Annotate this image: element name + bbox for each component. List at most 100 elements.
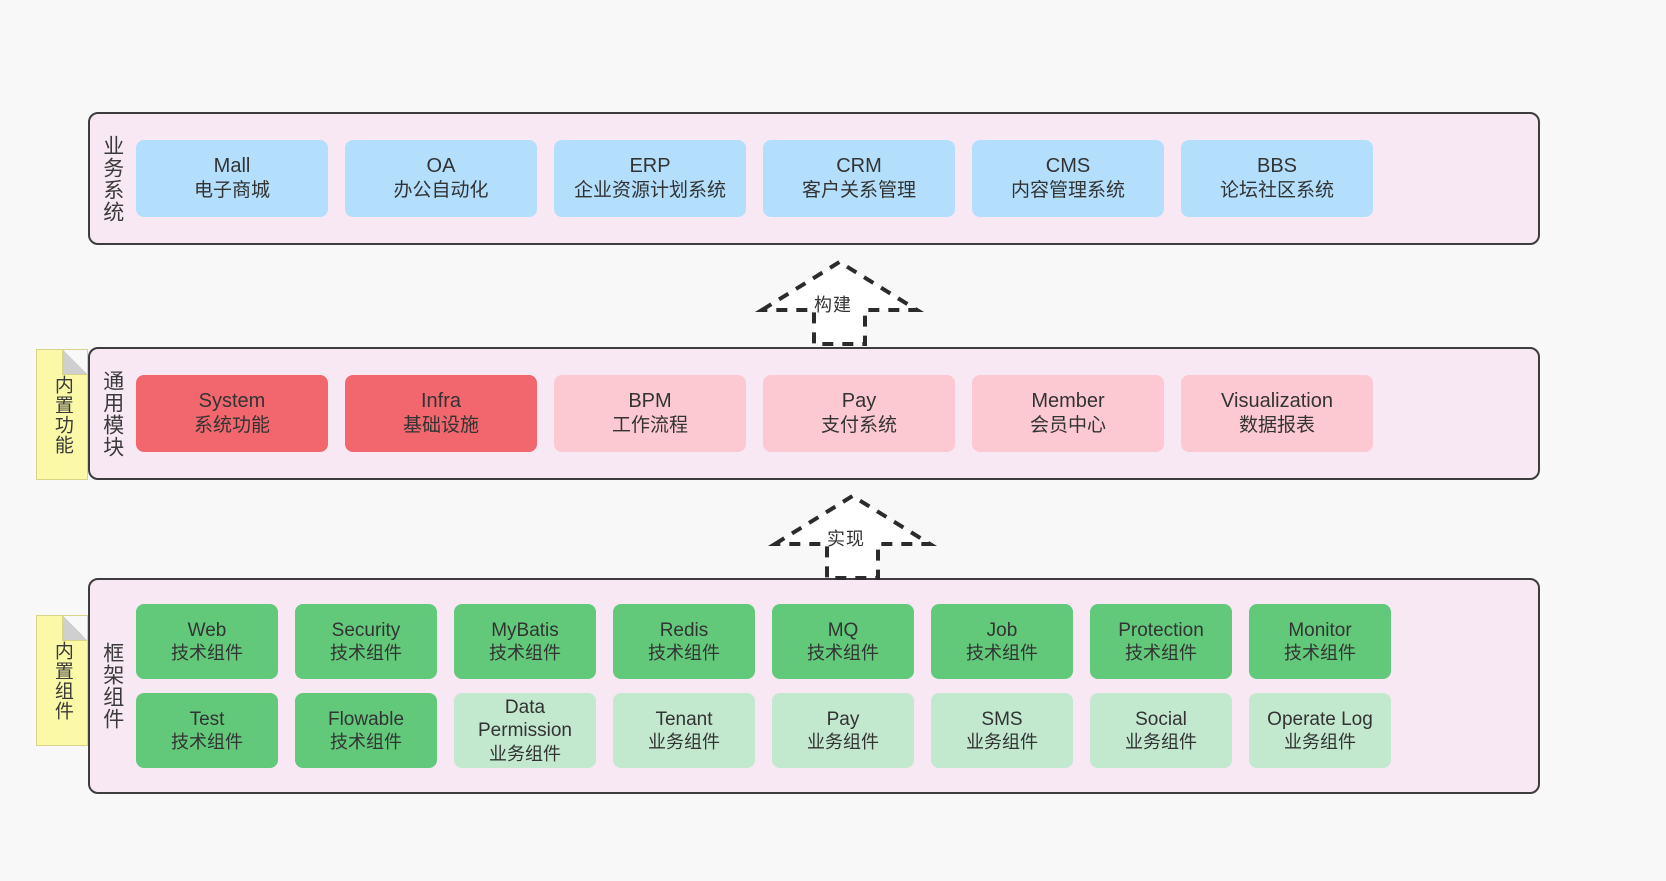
node-pay[interactable]: Pay 支付系统 [763, 375, 955, 452]
node-title-en: Mall [213, 155, 251, 178]
layer-business-systems: 业务系统 Mall 电子商城 OA 办公自动化 ERP 企业资源计划系统 CRM… [88, 112, 1540, 245]
node-operate-log[interactable]: Operate Log 业务组件 [1249, 693, 1391, 768]
node-redis[interactable]: Redis 技术组件 [613, 604, 755, 679]
node-bbs[interactable]: BBS 论坛社区系统 [1181, 140, 1373, 217]
node-web[interactable]: Web 技术组件 [136, 604, 278, 679]
layer-title-business: 业务系统 [100, 134, 124, 223]
layer-framework-components: 框架组件 Web 技术组件 Security 技术组件 MyBatis 技术组件… [88, 578, 1540, 794]
node-title-cn: 技术组件 [171, 732, 243, 753]
node-title-en: Web [187, 619, 227, 641]
node-title-cn: 基础设施 [402, 415, 479, 437]
node-title-en: OA [426, 155, 456, 178]
node-title-cn: 数据报表 [1238, 415, 1315, 437]
node-mall[interactable]: Mall 电子商城 [136, 140, 328, 217]
node-visualization[interactable]: Visualization 数据报表 [1181, 375, 1373, 452]
node-title-en: Infra [420, 390, 462, 413]
node-title-en: Pay [826, 708, 860, 730]
node-title-cn: 工作流程 [611, 415, 688, 437]
node-title-en: Security [331, 619, 401, 641]
page-fold-icon [62, 616, 87, 641]
node-title-en: Test [189, 708, 225, 730]
node-title-cn: 客户关系管理 [801, 180, 916, 202]
node-title-cn: 会员中心 [1029, 415, 1106, 437]
node-flowable[interactable]: Flowable 技术组件 [295, 693, 437, 768]
node-title-en: Member [1031, 390, 1105, 413]
row-modules: System 系统功能 Infra 基础设施 BPM 工作流程 Pay 支付系统… [136, 375, 1522, 452]
page-fold-icon [62, 350, 87, 375]
arrow-build-shape [754, 259, 925, 346]
layer-common-modules: 通用模块 System 系统功能 Infra 基础设施 BPM 工作流程 Pay… [88, 347, 1540, 480]
node-mq[interactable]: MQ 技术组件 [772, 604, 914, 679]
node-member[interactable]: Member 会员中心 [972, 375, 1164, 452]
layer-body-modules: System 系统功能 Infra 基础设施 BPM 工作流程 Pay 支付系统… [134, 349, 1538, 478]
node-protection[interactable]: Protection 技术组件 [1090, 604, 1232, 679]
node-title-cn: 技术组件 [330, 732, 402, 753]
node-infra[interactable]: Infra 基础设施 [345, 375, 537, 452]
node-title-en: Data Permission [478, 696, 572, 742]
node-system[interactable]: System 系统功能 [136, 375, 328, 452]
node-bpm[interactable]: BPM 工作流程 [554, 375, 746, 452]
node-monitor[interactable]: Monitor 技术组件 [1249, 604, 1391, 679]
node-cms[interactable]: CMS 内容管理系统 [972, 140, 1164, 217]
node-title-en: Job [986, 619, 1018, 641]
node-title-cn: 技术组件 [1125, 643, 1197, 664]
node-title-en: CRM [836, 155, 882, 178]
node-title-en: BPM [628, 390, 672, 413]
node-erp[interactable]: ERP 企业资源计划系统 [554, 140, 746, 217]
node-title-cn: 业务组件 [966, 732, 1038, 753]
node-pay-component[interactable]: Pay 业务组件 [772, 693, 914, 768]
node-title-cn: 业务组件 [648, 732, 720, 753]
node-title-cn: 技术组件 [1284, 643, 1356, 664]
node-sms[interactable]: SMS 业务组件 [931, 693, 1073, 768]
node-title-en: SMS [981, 708, 1023, 730]
node-mybatis[interactable]: MyBatis 技术组件 [454, 604, 596, 679]
arrow-build-label: 构建 [814, 295, 852, 315]
note-text: 内置功能 [51, 374, 73, 455]
layer-body-business: Mall 电子商城 OA 办公自动化 ERP 企业资源计划系统 CRM 客户关系… [134, 114, 1538, 243]
node-oa[interactable]: OA 办公自动化 [345, 140, 537, 217]
row-tech-components: Web 技术组件 Security 技术组件 MyBatis 技术组件 Redi… [136, 604, 1522, 679]
node-title-cn: 论坛社区系统 [1219, 180, 1334, 202]
node-title-en: CMS [1045, 155, 1091, 178]
node-title-en: Visualization [1221, 390, 1333, 413]
arrow-implement-shape [767, 493, 938, 580]
node-title-en: MQ [827, 619, 859, 641]
node-title-cn: 内容管理系统 [1010, 180, 1125, 202]
node-crm[interactable]: CRM 客户关系管理 [763, 140, 955, 217]
node-title-cn: 电子商城 [193, 180, 270, 202]
node-title-en: Pay [841, 390, 877, 413]
node-title-en: MyBatis [491, 619, 559, 641]
node-title-en: Monitor [1288, 619, 1352, 641]
node-title-en: ERP [629, 155, 671, 178]
node-title-cn: 技术组件 [171, 643, 243, 664]
node-title-cn: 技术组件 [330, 643, 402, 664]
node-security[interactable]: Security 技术组件 [295, 604, 437, 679]
node-test[interactable]: Test 技术组件 [136, 693, 278, 768]
node-title-cn: 技术组件 [648, 643, 720, 664]
node-title-en: Protection [1118, 619, 1204, 641]
node-title-cn: 业务组件 [1125, 732, 1197, 753]
layer-body-framework: Web 技术组件 Security 技术组件 MyBatis 技术组件 Redi… [134, 580, 1538, 792]
note-text: 内置组件 [51, 640, 73, 721]
node-title-cn: 系统功能 [193, 415, 270, 437]
node-title-en: Social [1135, 708, 1187, 730]
node-title-cn: 企业资源计划系统 [573, 180, 726, 202]
node-data-permission[interactable]: Data Permission 业务组件 [454, 693, 596, 768]
node-job[interactable]: Job 技术组件 [931, 604, 1073, 679]
node-title-cn: 业务组件 [807, 732, 879, 753]
layer-title-framework: 框架组件 [100, 642, 124, 730]
note-builtin-components: 内置组件 [36, 615, 88, 746]
node-social[interactable]: Social 业务组件 [1090, 693, 1232, 768]
row-business-components: Test 技术组件 Flowable 技术组件 Data Permission … [136, 693, 1522, 768]
node-title-cn: 技术组件 [807, 643, 879, 664]
layer-title-modules: 通用模块 [100, 369, 124, 458]
node-title-cn: 业务组件 [489, 743, 561, 764]
node-title-en: BBS [1256, 155, 1298, 178]
node-title-en: Operate Log [1267, 708, 1373, 730]
node-title-cn: 业务组件 [1284, 732, 1356, 753]
node-title-cn: 支付系统 [820, 415, 897, 437]
arrow-implement: 实现 [767, 492, 938, 582]
node-tenant[interactable]: Tenant 业务组件 [613, 693, 755, 768]
row-business: Mall 电子商城 OA 办公自动化 ERP 企业资源计划系统 CRM 客户关系… [136, 140, 1522, 217]
node-title-cn: 技术组件 [966, 643, 1038, 664]
